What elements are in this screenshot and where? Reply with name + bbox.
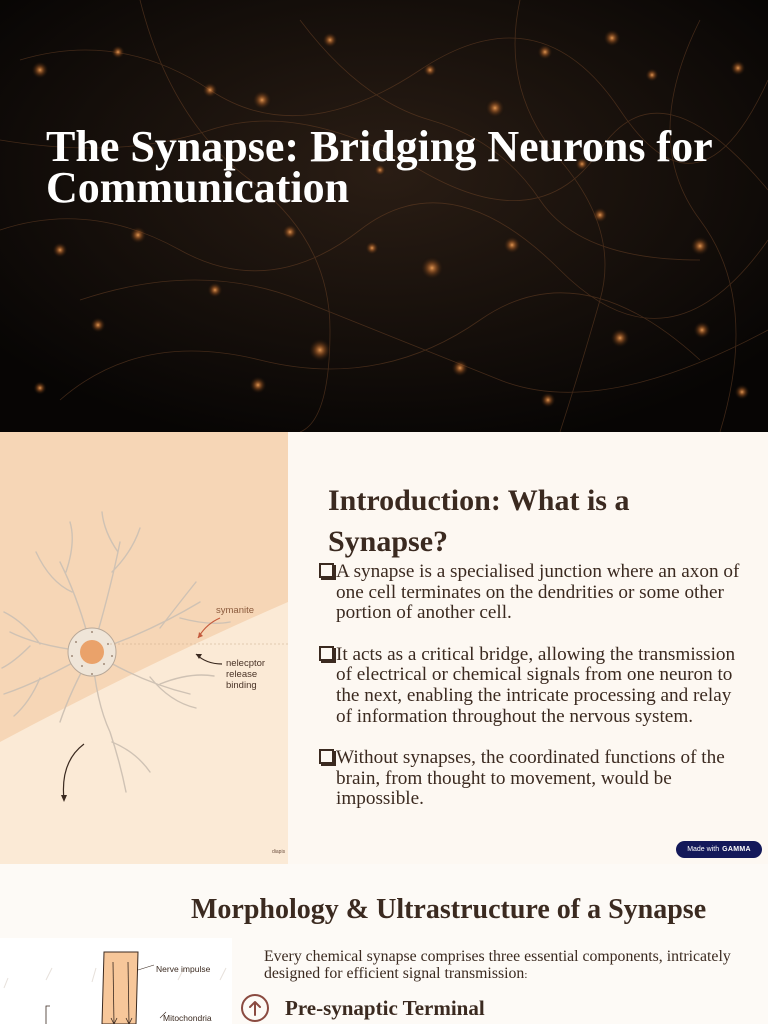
hero-section: The Synapse: Bridging Neurons for Commun…	[0, 0, 768, 432]
morphology-description: Every chemical synapse comprises three e…	[264, 948, 754, 984]
arrow-up-circle-icon	[241, 994, 269, 1022]
component-title-presynaptic: Pre-synaptic Terminal	[285, 996, 485, 1020]
illustration-label-top: symanite	[216, 605, 255, 616]
illustration-label-middle-1: nelecptor	[226, 658, 266, 669]
axon-terminal-drawing	[3, 951, 227, 1024]
synapse-diagram: Nerve impulse Mitochondria	[0, 938, 232, 1024]
intro-bullet-list: A synapse is a specialised junction wher…	[318, 561, 748, 831]
list-item: It acts as a critical bridge, allowing t…	[318, 643, 748, 727]
checkbox-bullet-icon	[319, 749, 334, 765]
hero-title: The Synapse: Bridging Neurons for Commun…	[46, 122, 712, 212]
description-text: Every chemical synapse comprises three e…	[264, 948, 731, 982]
list-item: A synapse is a specialised junction wher…	[318, 561, 748, 624]
list-item: Without synapses, the coordinated functi…	[318, 747, 748, 810]
diagram-label-mitochondria: Mitochondria	[163, 1013, 212, 1023]
morphology-heading: Morphology & Ultrastructure of a Synapse	[191, 894, 707, 925]
bullet-text: It acts as a critical bridge, allowing t…	[336, 643, 736, 727]
illustration-caption: diapis	[272, 849, 286, 855]
neuron-illustration: symanite nelecptor release binding diapi…	[0, 432, 288, 864]
made-with-gamma-badge[interactable]: Made with GAMMA	[676, 841, 762, 858]
gamma-logo: GAMMA	[722, 846, 751, 853]
checkbox-bullet-icon	[319, 645, 334, 661]
arrow-up-icon	[249, 1001, 261, 1016]
bullet-text: Without synapses, the coordinated functi…	[336, 747, 725, 810]
intro-section: symanite nelecptor release binding diapi…	[0, 432, 768, 864]
morphology-section: Morphology & Ultrastructure of a Synapse…	[0, 864, 768, 1024]
description-colon: :	[524, 969, 528, 981]
illustration-label-middle-2: release binding	[226, 669, 258, 691]
bullet-text: A synapse is a specialised junction wher…	[336, 561, 740, 624]
neuron-drawing	[0, 511, 288, 864]
neural-network-background	[0, 0, 768, 432]
intro-heading: Introduction: What is a Synapse?	[328, 484, 630, 558]
diagram-label-nerve-impulse: Nerve impulse	[156, 964, 211, 974]
checkbox-bullet-icon	[319, 563, 334, 578]
badge-prefix: Made with	[687, 846, 720, 853]
